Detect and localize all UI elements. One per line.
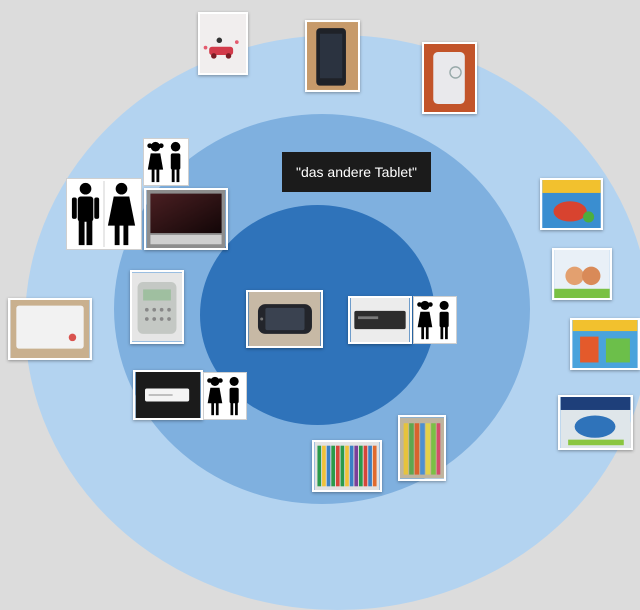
photo-laptop [8, 298, 92, 360]
photo-game-console [133, 370, 203, 420]
photo-black-phone [305, 20, 360, 92]
girl-boy-icon-left [203, 372, 247, 420]
girl-boy-icon-top [143, 138, 189, 186]
photo-game-box-1 [540, 178, 603, 230]
photo-white-case [422, 42, 477, 114]
photo-book-spines [398, 415, 446, 481]
photo-game-box-2 [552, 248, 612, 300]
photo-radio-device [130, 270, 184, 344]
tablet-label: "das andere Tablet" [282, 152, 431, 192]
girl-boy-icon-right [413, 296, 457, 344]
photo-tablet [246, 290, 323, 348]
photo-game-box-memory [558, 395, 633, 450]
photo-television [144, 188, 228, 250]
man-woman-icon [66, 178, 142, 250]
photo-receiver [348, 296, 412, 344]
photo-red-car-case [198, 12, 248, 75]
photo-game-box-3 [570, 318, 640, 370]
photo-dvd-stack [312, 440, 382, 492]
